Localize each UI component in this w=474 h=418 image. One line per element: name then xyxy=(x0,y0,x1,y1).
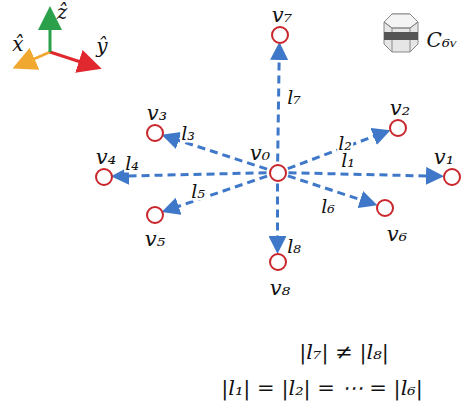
hexagonal-prism-icon xyxy=(384,14,418,52)
axis-label: x̂ xyxy=(12,34,23,54)
vector-label: l₃ xyxy=(180,124,196,143)
lattice-vector-arrow xyxy=(288,173,439,176)
vertex-label: v₂ xyxy=(390,98,410,119)
vertex-circle: v₇ xyxy=(271,26,289,44)
vertex-circle: v₈ xyxy=(269,253,287,271)
vertex-label: v₆ xyxy=(387,224,407,245)
vertex-label: v₄ xyxy=(96,147,116,168)
vector-label: l₈ xyxy=(286,237,302,256)
lattice-vector-arrow xyxy=(276,184,279,250)
vector-label: l₁ xyxy=(340,151,356,170)
vertex-label: v₁ xyxy=(434,147,454,168)
vertex-label: v₀ xyxy=(250,143,270,164)
axis-label: ŷ xyxy=(96,36,107,56)
symmetry-label: C₆ᵥ xyxy=(427,30,458,50)
vector-label: l₆ xyxy=(320,197,336,216)
vertex-label: v₈ xyxy=(270,278,290,299)
vertex-label: v₇ xyxy=(272,5,292,26)
vertex-circle: v₅ xyxy=(146,206,164,224)
vector-label: l₂ xyxy=(337,134,353,153)
lattice-vector-arrow xyxy=(115,173,266,176)
vertex-label: v₅ xyxy=(145,229,165,250)
vertex-circle: v₂ xyxy=(389,119,407,137)
vector-label: l₄ xyxy=(124,154,140,173)
lattice-vector-arrow xyxy=(166,176,267,211)
vertex-circle: v₁ xyxy=(443,168,461,186)
vertex-circle: v₀ xyxy=(269,164,287,182)
vertex-circle: v₆ xyxy=(376,199,394,217)
vertex-circle: v₃ xyxy=(146,124,164,142)
vector-label: l₇ xyxy=(286,88,302,107)
equation: |l₇| ≠ |l₈| xyxy=(299,342,389,363)
vertex-label: v₃ xyxy=(147,103,167,124)
equation: |l₁| = |l₂| = ⋯ = |l₆| xyxy=(221,378,423,399)
lattice-vector-arrow xyxy=(288,132,386,169)
vertex-circle: v₄ xyxy=(95,168,113,186)
axis-label: ẑ xyxy=(57,2,68,22)
vector-label: l₅ xyxy=(190,182,206,201)
lattice-vector-arrow xyxy=(278,46,280,161)
